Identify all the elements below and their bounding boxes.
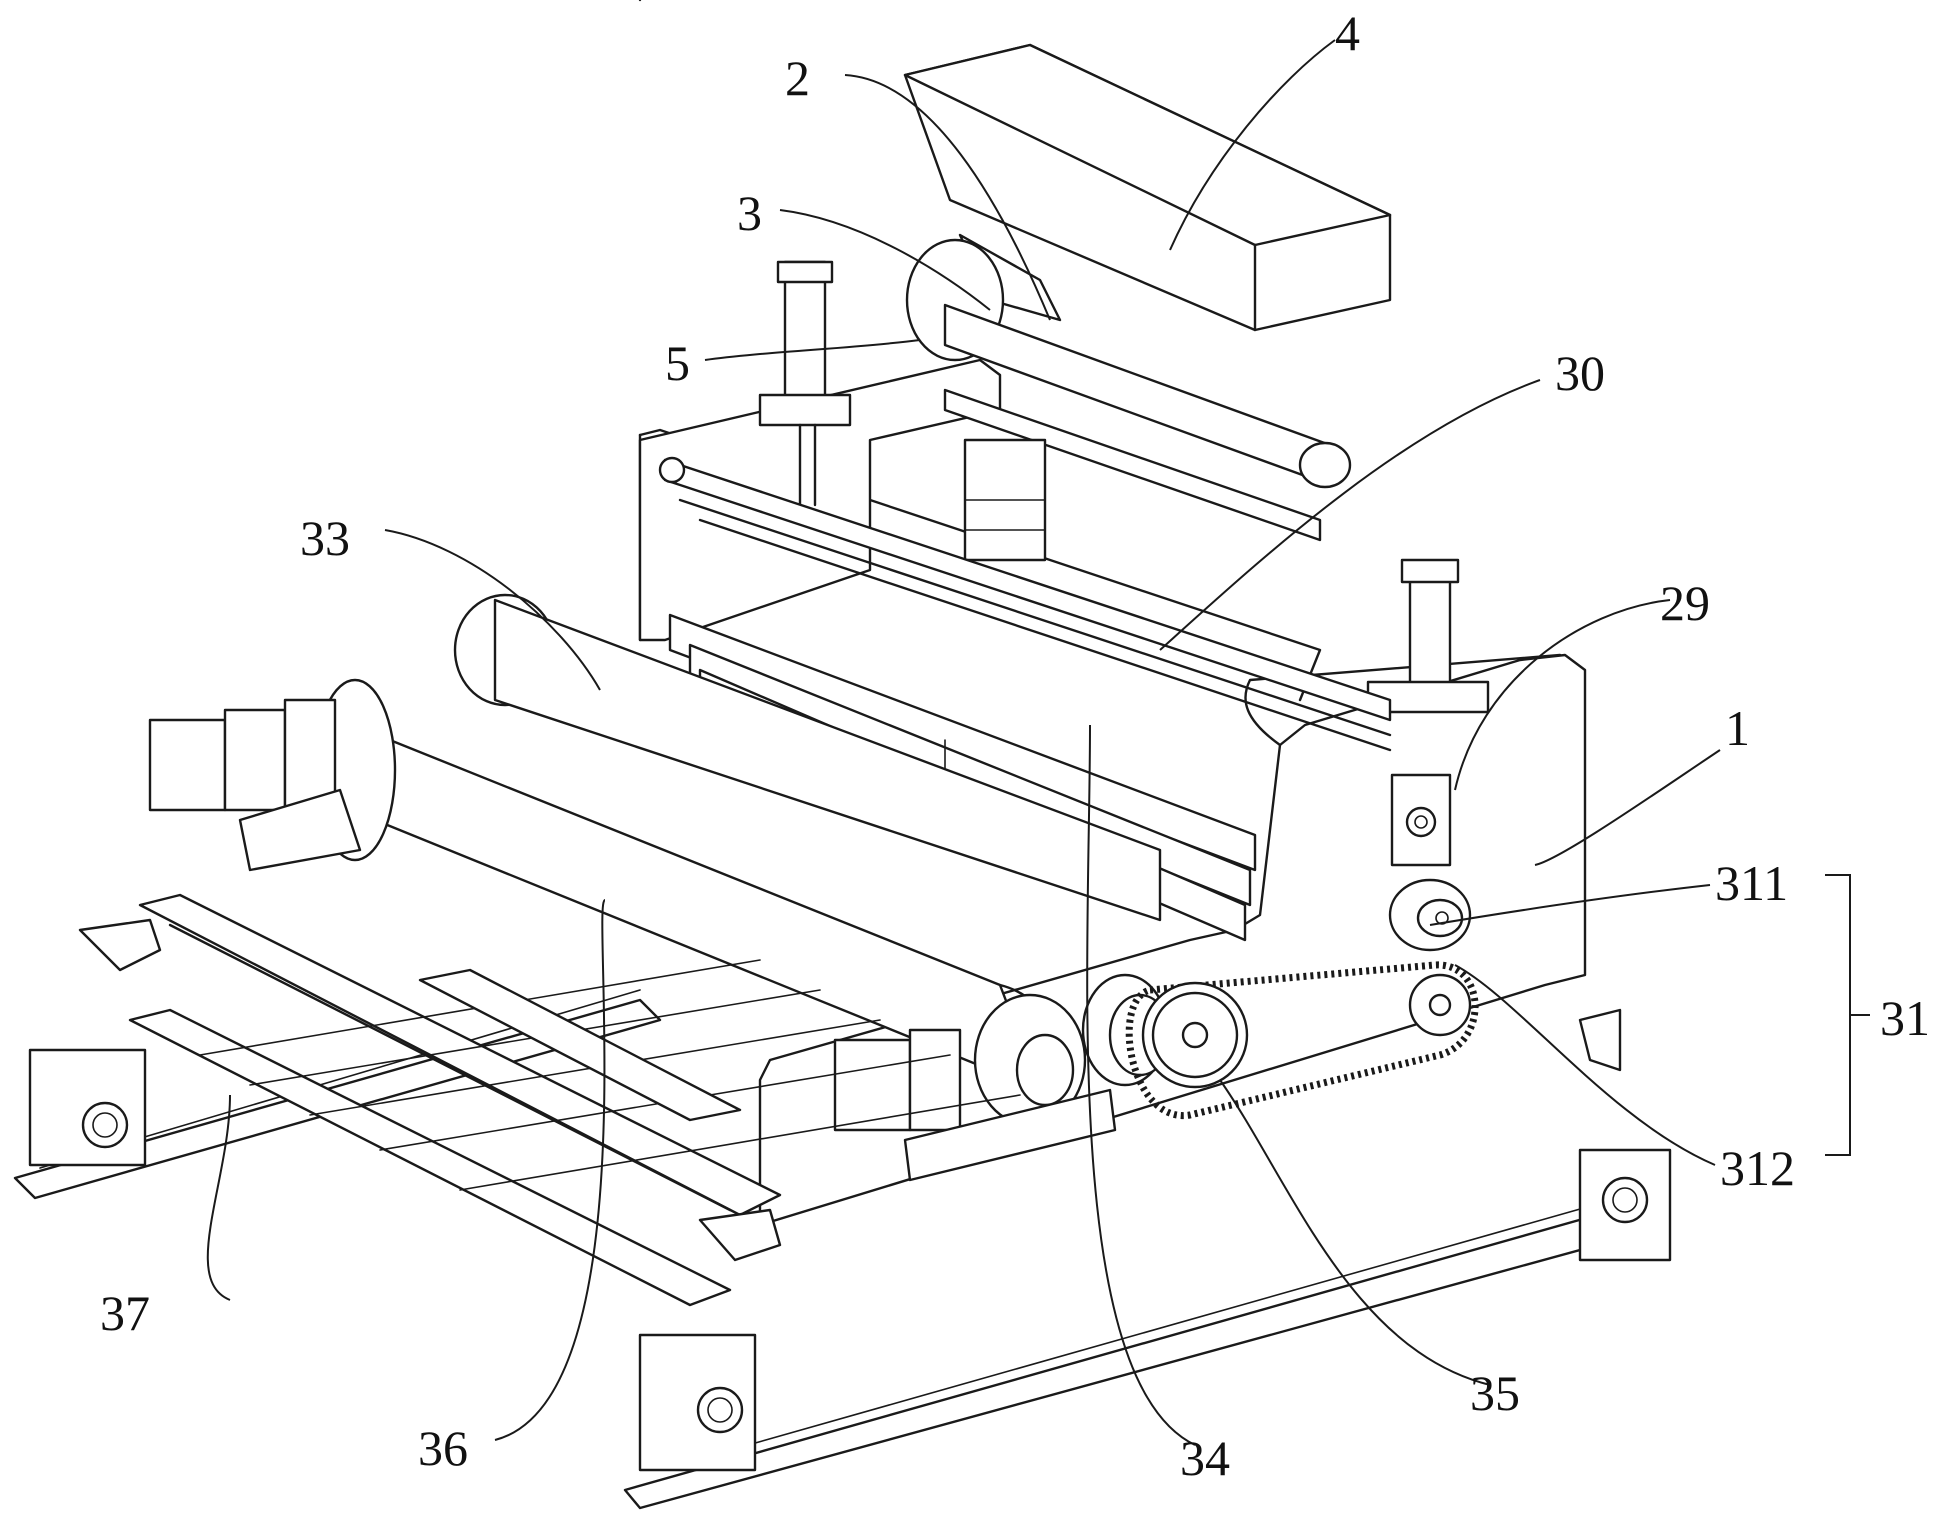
leader-lines <box>206 39 1721 1446</box>
label-3: 3 <box>737 185 762 241</box>
upper-rails <box>658 456 1392 752</box>
label-29: 29 <box>1660 575 1710 631</box>
left-drive-motors <box>148 698 362 872</box>
label-30: 30 <box>1555 345 1605 401</box>
bearing-blocks <box>28 918 1672 1472</box>
label-2: 2 <box>785 50 810 106</box>
lift-cylinder-left <box>758 260 852 507</box>
side-plate <box>638 358 1587 1227</box>
label-36: 36 <box>418 1420 468 1476</box>
label-31: 31 <box>1880 990 1930 1046</box>
chain-drive <box>1081 878 1479 1119</box>
group-bracket-31 <box>1825 874 1870 1156</box>
feed-conveyor <box>905 238 1352 562</box>
lift-cylinder-right <box>1366 558 1490 867</box>
label-1: 1 <box>1725 700 1750 756</box>
label-311: 311 <box>1715 855 1788 911</box>
label-4: 4 <box>1335 5 1360 61</box>
label-5: 5 <box>665 335 690 391</box>
front-drive-motor <box>833 1028 1117 1182</box>
hopper <box>903 43 1392 332</box>
label-34: 34 <box>1180 1430 1230 1486</box>
label-37: 37 <box>100 1285 150 1341</box>
main-roller <box>313 678 1087 1127</box>
label-312: 312 <box>1720 1140 1795 1196</box>
conveyor-table <box>128 893 1021 1307</box>
label-33: 33 <box>300 510 350 566</box>
back-roller <box>453 593 1162 922</box>
reference-numerals: 4 2 3 5 30 33 29 1 311 31 312 37 36 34 3… <box>100 5 1930 1486</box>
label-35: 35 <box>1470 1365 1520 1421</box>
